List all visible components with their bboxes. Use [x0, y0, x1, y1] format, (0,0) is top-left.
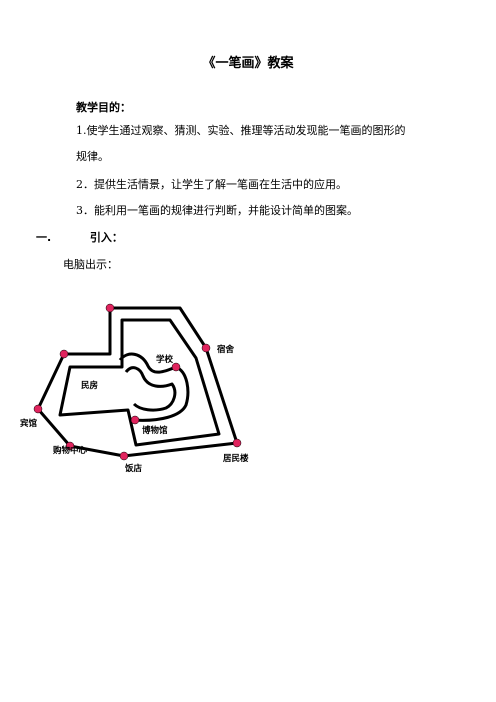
node-restaurant [119, 451, 129, 461]
map-labels: 学校 宿舍 民房 宾馆 博物馆 购物中心 饭店 居民楼 [20, 344, 249, 474]
outer-road [36, 306, 239, 458]
goal-line-4: 3．能利用一笔画的规律进行判断，并能设计简单的图案。 [76, 204, 358, 217]
node-left [59, 349, 69, 359]
node-hotel [33, 404, 43, 414]
one-stroke-map: 学校 宿舍 民房 宾馆 博物馆 购物中心 饭店 居民楼 [20, 303, 249, 474]
section-heading: 一. 引入： [36, 229, 123, 245]
label-school: 学校 [156, 354, 174, 365]
node-school [171, 362, 181, 372]
label-mall: 购物中心 [52, 445, 88, 456]
goal-line-2: 规律。 [76, 150, 109, 163]
caption: 电脑出示： [63, 258, 118, 271]
label-residential: 居民楼 [222, 453, 249, 464]
goal-line-3: 2．提供生活情景，让学生了解一笔画在生活中的应用。 [76, 178, 347, 191]
inner-road [58, 318, 221, 447]
label-restaurant: 饭店 [124, 463, 143, 474]
label-houses: 民房 [81, 380, 98, 391]
node-mall [65, 441, 75, 451]
goal-heading: 教学目的： [76, 101, 131, 114]
roads [36, 306, 239, 458]
node-museum [130, 415, 140, 425]
section-title: 引入： [89, 231, 123, 244]
school-inner [124, 366, 177, 412]
goal-line-1: 1.使学生通过观察、猜测、实验、推理等活动发现能一笔画的图形的 [76, 124, 406, 137]
section-number: 一. [36, 231, 52, 244]
label-hotel: 宾馆 [20, 418, 38, 429]
label-dorm: 宿舍 [217, 344, 235, 355]
page-title: 《一笔画》教案 [202, 56, 294, 71]
node-dorm [201, 343, 211, 353]
node-residential [232, 438, 242, 448]
node-top [105, 303, 115, 313]
nodes [33, 303, 242, 461]
label-museum: 博物馆 [142, 425, 168, 436]
